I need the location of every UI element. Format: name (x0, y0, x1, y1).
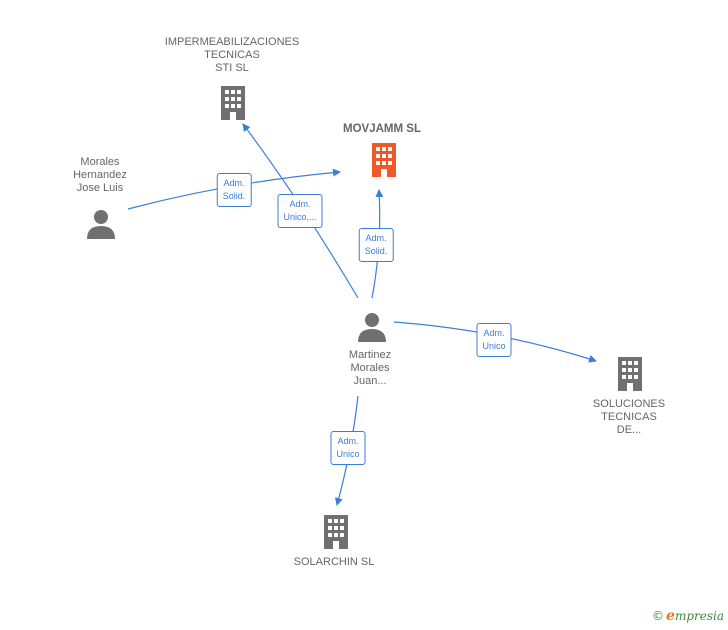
node-label-impermeabilizaciones[interactable]: IMPERMEABILIZACIONES TECNICAS STI SL (165, 36, 299, 75)
building-icon[interactable] (321, 513, 351, 549)
edge-label-adm-unico[interactable]: Adm. Unico,... (277, 194, 323, 228)
building-icon[interactable] (369, 141, 399, 177)
label-line: Solid. (222, 191, 246, 201)
label-line: Solid. (364, 246, 388, 256)
building-icon[interactable] (615, 355, 645, 391)
person-icon[interactable] (86, 209, 116, 239)
label-line: Morales (350, 362, 390, 374)
building-icon[interactable] (218, 84, 248, 120)
brand-logo-initial: e (666, 608, 675, 624)
node-label-movjamm[interactable]: MOVJAMM SL (343, 123, 421, 136)
brand-logo-text: mpresia (674, 609, 724, 623)
node-label-martinez-morales[interactable]: Martinez Morales Juan... (349, 349, 391, 388)
label-line: Juan... (353, 375, 387, 387)
label-line: Adm. (483, 328, 505, 338)
node-label-soluciones[interactable]: SOLUCIONES TECNICAS DE... (593, 398, 665, 437)
copyright-icon: © (652, 609, 665, 623)
label-line: Martinez (348, 349, 392, 361)
label-line: Jose Luis (76, 182, 124, 194)
node-label-morales-hernandez[interactable]: Morales Hernandez Jose Luis (73, 156, 127, 195)
person-icon[interactable] (357, 312, 387, 342)
copyright-brand: ©empresia (652, 608, 724, 624)
label-line: Morales (80, 156, 120, 168)
label-line: STI SL (215, 62, 249, 74)
label-line: Unico (336, 449, 360, 459)
edge-label-adm-unico[interactable]: Adm. Unico (476, 323, 512, 357)
label-line: Adm. (289, 199, 311, 209)
label-line: Adm. (223, 178, 245, 188)
label-line: SOLARCHIN SL (293, 556, 375, 568)
label-line: IMPERMEABILIZACIONES (164, 36, 300, 48)
label-line: MOVJAMM SL (343, 123, 421, 135)
edge-label-adm-solid[interactable]: Adm. Solid. (216, 173, 252, 207)
label-line: TECNICAS (601, 411, 657, 423)
label-line: Adm. (365, 233, 387, 243)
label-line: Hernandez (73, 169, 127, 181)
edge-label-adm-solid[interactable]: Adm. Solid. (358, 228, 394, 262)
label-line: DE... (616, 424, 642, 436)
edge-label-adm-unico[interactable]: Adm. Unico (330, 431, 366, 465)
label-line: Unico,... (283, 212, 317, 222)
label-line: SOLUCIONES (592, 398, 666, 410)
node-label-solarchin[interactable]: SOLARCHIN SL (294, 556, 375, 569)
label-line: TECNICAS (204, 49, 260, 61)
label-line: Unico (482, 341, 506, 351)
label-line: Adm. (337, 436, 359, 446)
